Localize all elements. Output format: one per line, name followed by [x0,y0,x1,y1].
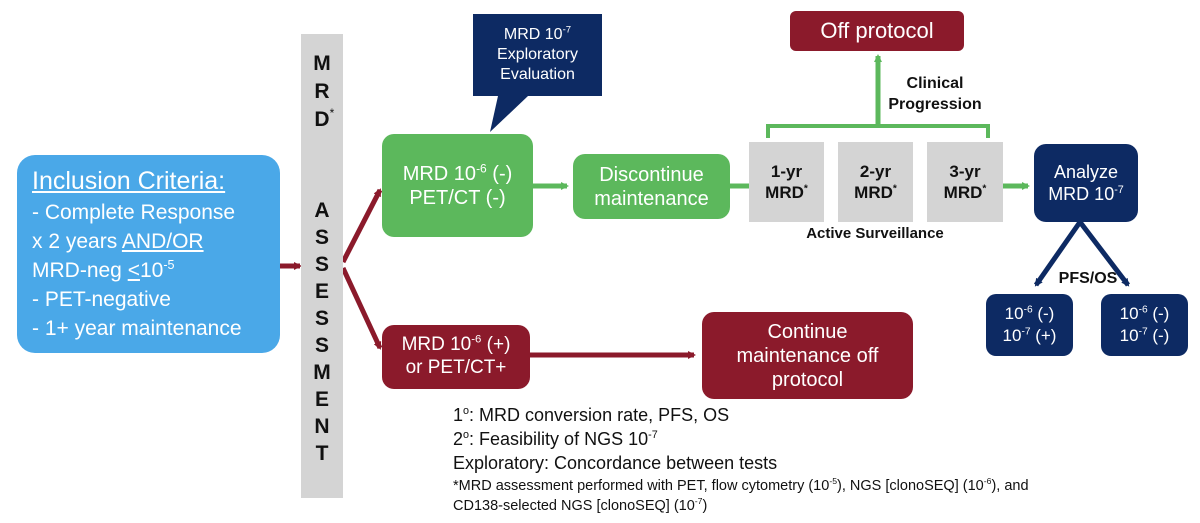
exploratory-line-mrd: MRD 10-7 [503,24,572,43]
secondary-endpoint: 2o: Feasibility of NGS 10-7 [453,428,658,449]
mrd-letter: M [313,52,331,75]
discontinue-maintenance-box: Discontinue maintenance [573,154,730,219]
continue-line1: Continue [767,320,848,343]
assessment-letter: T [315,442,329,465]
exploratory-evaluation-callout: MRD 10-7 Exploratory Evaluation [473,14,602,96]
outcome-left-box: 10-6 (-) 10-7 (+) [986,294,1073,356]
assessment-letter: S [314,307,329,330]
analyze-box: Analyze MRD 10-7 [1034,144,1138,222]
arrow-assessment-to-positive [340,266,383,350]
inclusion-line-years: x 2 years AND/OR [32,229,204,253]
arrow-analyze-to-right-outcome [1078,220,1130,287]
mrd-negative-line1: MRD 10-6 (-) [402,160,513,185]
primary-endpoint: 1o: MRD conversion rate, PFS, OS [453,405,730,425]
off-protocol-box: Off protocol [790,11,964,51]
mrd-positive-line2: or PET/CT+ [405,357,507,378]
assessment-letter: S [314,226,329,249]
exploratory-callout-tail [490,96,528,132]
inclusion-line-mrd-neg: MRD-neg <10-5 [32,257,175,282]
discontinue-line1: Discontinue [599,163,704,186]
clinical-progression-label: Clinical Progression [888,75,982,113]
mrd-asterisk: * [329,106,335,120]
progression-bracket [766,124,990,138]
mrd-assessment-column: M R D * A S S E S S M E N T [301,34,343,498]
assessment-letter: E [314,388,329,411]
surveillance-3yr-box: 3-yr MRD* [927,142,1003,222]
surveillance-1yr-box: 1-yr MRD* [749,142,824,222]
endpoint-notes: 1o: MRD conversion rate, PFS, OS 2o: Fea… [453,404,1029,516]
mrd-positive-line1: MRD 10-6 (+) [401,333,511,356]
analyze-line1: Analyze [1053,161,1119,182]
exploratory-line-evaluation: Evaluation [500,66,575,83]
continue-maintenance-box: Continue maintenance off protocol [702,312,913,399]
surveillance-2yr-box: 2-yr MRD* [838,142,913,222]
discontinue-line2: maintenance [594,187,709,210]
active-surveillance-label: Active Surveillance [806,225,944,242]
mrd-negative-line2: PET/CT (-) [409,186,506,209]
assessment-letter: A [314,199,330,222]
inclusion-line-complete-response: - Complete Response [32,200,236,224]
arrow-assessment-to-negative [340,188,383,264]
mrd-letter: R [314,80,330,103]
footnote-line2: CD138-selected NGS [clonoSEQ] (10-7) [453,496,708,515]
inclusion-line-maintenance: - 1+ year maintenance [32,316,242,340]
exploratory-endpoint: Exploratory: Concordance between tests [453,452,778,473]
arrow-analyze-to-left-outcome [1033,220,1083,287]
assessment-letter: E [314,280,329,303]
exploratory-line-label: Exploratory [497,46,578,63]
inclusion-line-pet-negative: - PET-negative [32,287,171,311]
assessment-letter: M [313,361,331,384]
mrd-negative-box: MRD 10-6 (-) PET/CT (-) [382,134,533,237]
assessment-letter: S [314,334,329,357]
mrd-positive-box: MRD 10-6 (+) or PET/CT+ [382,325,530,389]
assessment-letter: N [314,415,330,438]
inclusion-criteria-box: Inclusion Criteria: - Complete Response … [17,155,280,353]
inclusion-title: Inclusion Criteria: [32,167,226,196]
pfs-os-label: PFS/OS [1058,270,1118,287]
off-protocol-label: Off protocol [820,18,934,43]
analyze-line2: MRD 10-7 [1048,184,1124,204]
assessment-letter: S [314,253,329,276]
outcome-right-box: 10-6 (-) 10-7 (-) [1101,294,1188,356]
mrd-letter: D [314,108,330,131]
footnote-line1: *MRD assessment performed with PET, flow… [453,475,1029,494]
continue-line3: protocol [771,368,844,391]
continue-line2: maintenance off [736,344,879,367]
